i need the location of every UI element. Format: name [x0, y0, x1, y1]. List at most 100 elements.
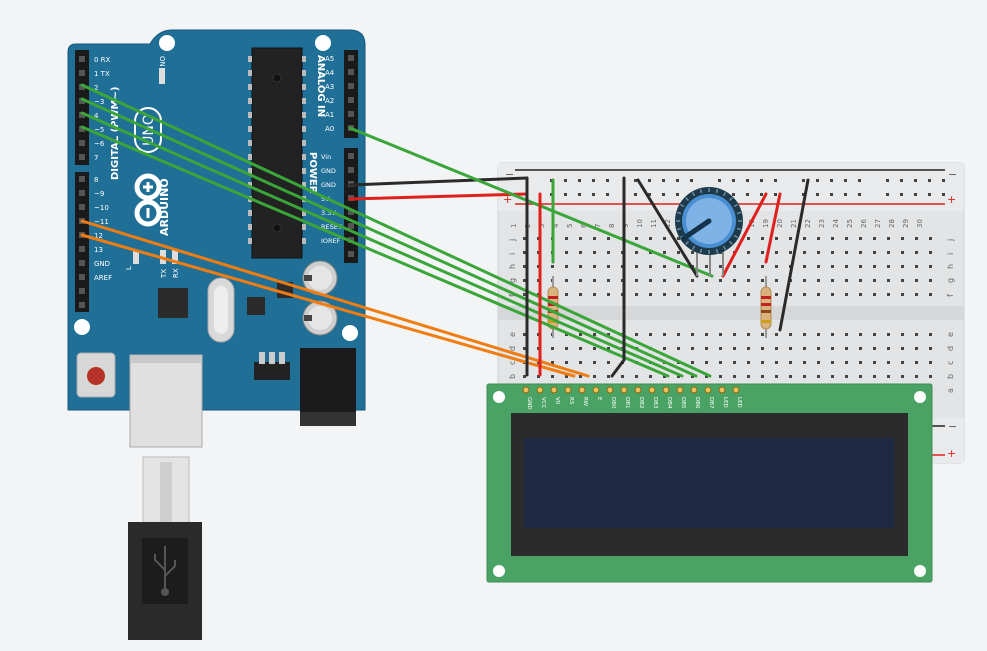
breadboard-hole[interactable] [761, 237, 764, 240]
breadboard-hole[interactable] [719, 361, 722, 364]
usb-cable[interactable] [128, 456, 202, 640]
breadboard-hole[interactable] [817, 237, 820, 240]
breadboard-hole[interactable] [873, 237, 876, 240]
rail-hole[interactable] [928, 193, 931, 196]
breadboard-hole[interactable] [901, 279, 904, 282]
breadboard-hole[interactable] [789, 333, 792, 336]
breadboard-hole[interactable] [649, 293, 652, 296]
breadboard-hole[interactable] [873, 265, 876, 268]
breadboard-hole[interactable] [747, 293, 750, 296]
breadboard-hole[interactable] [565, 279, 568, 282]
breadboard-hole[interactable] [873, 347, 876, 350]
breadboard-hole[interactable] [677, 347, 680, 350]
breadboard-hole[interactable] [789, 251, 792, 254]
breadboard-hole[interactable] [859, 375, 862, 378]
breadboard-hole[interactable] [901, 361, 904, 364]
breadboard-hole[interactable] [775, 293, 778, 296]
rail-hole[interactable] [578, 179, 581, 182]
breadboard-hole[interactable] [803, 347, 806, 350]
breadboard-hole[interactable] [607, 361, 610, 364]
breadboard-hole[interactable] [901, 333, 904, 336]
breadboard-hole[interactable] [845, 265, 848, 268]
breadboard-hole[interactable] [775, 375, 778, 378]
rail-hole[interactable] [690, 179, 693, 182]
breadboard-hole[interactable] [831, 361, 834, 364]
breadboard-hole[interactable] [733, 265, 736, 268]
breadboard-hole[interactable] [789, 237, 792, 240]
breadboard-hole[interactable] [775, 361, 778, 364]
breadboard-hole[interactable] [719, 375, 722, 378]
rail-hole[interactable] [760, 193, 763, 196]
rail-hole[interactable] [760, 179, 763, 182]
breadboard-hole[interactable] [901, 293, 904, 296]
breadboard-hole[interactable] [523, 375, 526, 378]
breadboard-hole[interactable] [677, 265, 680, 268]
breadboard-hole[interactable] [733, 333, 736, 336]
breadboard-hole[interactable] [817, 293, 820, 296]
lcd-pin[interactable] [536, 386, 544, 394]
breadboard-hole[interactable] [859, 251, 862, 254]
breadboard-hole[interactable] [845, 333, 848, 336]
breadboard-hole[interactable] [719, 333, 722, 336]
breadboard-hole[interactable] [705, 361, 708, 364]
breadboard-hole[interactable] [915, 279, 918, 282]
breadboard-hole[interactable] [803, 237, 806, 240]
breadboard-hole[interactable] [775, 251, 778, 254]
breadboard-hole[interactable] [915, 347, 918, 350]
rail-hole[interactable] [858, 193, 861, 196]
breadboard-hole[interactable] [831, 375, 834, 378]
breadboard-hole[interactable] [803, 265, 806, 268]
breadboard-hole[interactable] [663, 333, 666, 336]
rail-hole[interactable] [914, 193, 917, 196]
digital-header-upper[interactable] [75, 50, 89, 165]
breadboard-hole[interactable] [593, 279, 596, 282]
breadboard-hole[interactable] [775, 347, 778, 350]
breadboard-hole[interactable] [873, 251, 876, 254]
lcd-pin[interactable] [690, 386, 698, 394]
breadboard-hole[interactable] [663, 375, 666, 378]
breadboard-hole[interactable] [733, 293, 736, 296]
rail-hole[interactable] [774, 193, 777, 196]
rail-hole[interactable] [718, 179, 721, 182]
breadboard-hole[interactable] [859, 347, 862, 350]
breadboard-hole[interactable] [705, 347, 708, 350]
breadboard-hole[interactable] [747, 333, 750, 336]
breadboard-hole[interactable] [523, 347, 526, 350]
breadboard-hole[interactable] [705, 265, 708, 268]
breadboard-hole[interactable] [929, 237, 932, 240]
breadboard-hole[interactable] [747, 265, 750, 268]
breadboard-hole[interactable] [663, 279, 666, 282]
breadboard-hole[interactable] [565, 293, 568, 296]
breadboard-hole[interactable] [691, 347, 694, 350]
breadboard-hole[interactable] [579, 293, 582, 296]
breadboard-hole[interactable] [607, 251, 610, 254]
breadboard-hole[interactable] [579, 375, 582, 378]
breadboard-hole[interactable] [677, 333, 680, 336]
lcd-pin[interactable] [662, 386, 670, 394]
rail-hole[interactable] [816, 193, 819, 196]
wire-d4-lcd[interactable] [80, 111, 684, 378]
breadboard-hole[interactable] [845, 279, 848, 282]
breadboard-hole[interactable] [649, 251, 652, 254]
breadboard-hole[interactable] [677, 375, 680, 378]
rail-hole[interactable] [676, 179, 679, 182]
breadboard-hole[interactable] [691, 293, 694, 296]
breadboard-hole[interactable] [705, 279, 708, 282]
breadboard-hole[interactable] [859, 361, 862, 364]
breadboard-hole[interactable] [537, 375, 540, 378]
breadboard-hole[interactable] [747, 375, 750, 378]
breadboard-hole[interactable] [747, 347, 750, 350]
rail-hole[interactable] [816, 179, 819, 182]
breadboard-hole[interactable] [747, 237, 750, 240]
rail-hole[interactable] [648, 179, 651, 182]
wire-d12-lcd[interactable] [80, 233, 576, 378]
breadboard-hole[interactable] [887, 333, 890, 336]
rail-hole[interactable] [648, 193, 651, 196]
breadboard-hole[interactable] [593, 293, 596, 296]
breadboard-hole[interactable] [803, 375, 806, 378]
lcd-pin[interactable] [606, 386, 614, 394]
breadboard-hole[interactable] [915, 375, 918, 378]
rail-hole[interactable] [676, 193, 679, 196]
rail-hole[interactable] [564, 179, 567, 182]
